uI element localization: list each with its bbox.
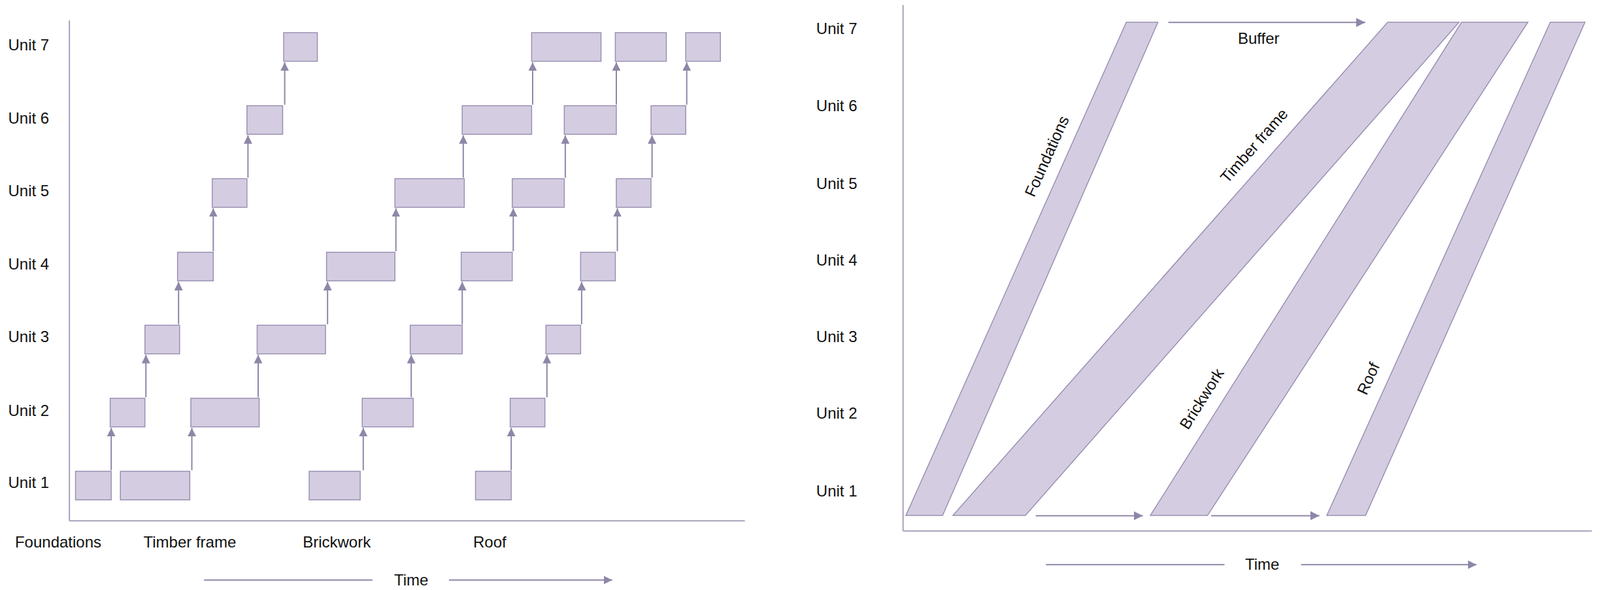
task-box	[564, 105, 617, 135]
band-label: Roof	[1353, 359, 1384, 397]
time-arrow	[1301, 563, 1478, 565]
task-box	[326, 252, 396, 282]
axis-line	[903, 530, 1593, 532]
task-box	[650, 105, 686, 135]
dependency-arrow	[110, 427, 112, 470]
task-box	[410, 324, 463, 354]
task-box	[616, 178, 651, 208]
sequence-arrow	[1035, 514, 1144, 516]
axis-label: Unit 2	[816, 404, 858, 422]
sequence-arrow	[1168, 21, 1366, 23]
axis-label: Unit 4	[816, 251, 858, 269]
task-box	[461, 252, 513, 282]
task-box	[545, 324, 581, 354]
axis-label: Unit 7	[816, 20, 858, 38]
dependency-arrow	[191, 427, 193, 470]
task-box	[145, 324, 180, 354]
axis-label: Time	[394, 571, 429, 589]
dependency-arrow	[462, 135, 465, 178]
axis-line	[68, 20, 70, 521]
axis-line	[69, 519, 746, 521]
dependency-arrow	[616, 207, 619, 251]
sequence-arrow	[1211, 514, 1319, 516]
axis-label: Foundations	[15, 533, 102, 551]
axis-label: Unit 5	[816, 175, 858, 193]
time-arrow	[1045, 563, 1225, 565]
edge-label: Buffer	[1235, 30, 1282, 48]
dependency-arrow	[212, 207, 214, 251]
dependency-arrow	[395, 207, 397, 251]
dependency-arrow	[686, 62, 688, 105]
task-box	[510, 398, 546, 427]
task-box	[190, 398, 260, 427]
dependency-arrow	[326, 281, 329, 325]
task-box	[615, 32, 667, 62]
axis-label: Unit 6	[816, 97, 858, 115]
axis-label: Unit 5	[7, 182, 50, 200]
dependency-arrow	[145, 354, 147, 398]
time-arrow	[449, 579, 613, 581]
dependency-arrow	[615, 62, 617, 105]
task-box	[475, 471, 512, 500]
task-box	[212, 178, 248, 208]
task-box	[394, 178, 465, 208]
axis-label: Unit 7	[7, 35, 50, 53]
axis-label: Unit 3	[7, 328, 50, 346]
axis-label: Unit 4	[7, 255, 50, 273]
dependency-arrow	[564, 135, 567, 178]
task-box	[247, 105, 284, 135]
dependency-arrow	[362, 427, 365, 470]
axis-label: Timber frame	[143, 533, 236, 551]
time-arrow	[203, 579, 373, 581]
task-box	[685, 32, 721, 62]
band-shape	[1326, 22, 1585, 516]
axis-label: Time	[1245, 555, 1280, 573]
activity-band: Roof	[1326, 22, 1585, 516]
dependency-arrow	[510, 427, 512, 470]
dependency-arrow	[461, 281, 463, 325]
axis-label: Unit 2	[7, 401, 50, 419]
task-box	[531, 32, 601, 62]
dependency-arrow	[247, 135, 249, 178]
axis-label: Roof	[473, 533, 507, 551]
axis-label: Unit 1	[7, 473, 50, 491]
task-box	[462, 105, 532, 135]
axis-line	[902, 5, 904, 531]
axis-label: Unit 3	[816, 328, 858, 346]
dependency-arrow	[581, 281, 583, 325]
task-box	[256, 324, 326, 354]
task-box	[512, 178, 565, 208]
dependency-arrow	[512, 207, 514, 251]
band-outline	[1326, 22, 1585, 516]
dependency-arrow	[284, 62, 286, 105]
dependency-arrow	[177, 281, 180, 325]
task-box	[75, 471, 112, 500]
task-box	[309, 471, 361, 500]
task-box	[283, 32, 318, 62]
dependency-arrow	[651, 135, 653, 178]
dependency-arrow	[532, 62, 534, 105]
dependency-arrow	[257, 354, 259, 398]
task-box	[177, 252, 214, 282]
task-box	[362, 398, 414, 427]
axis-label: Unit 1	[816, 482, 858, 500]
task-box	[120, 471, 190, 500]
dependency-arrow	[546, 354, 548, 398]
dependency-arrow	[410, 354, 412, 398]
task-box	[110, 398, 146, 427]
task-box	[580, 252, 616, 282]
axis-label: Unit 6	[7, 109, 50, 127]
axis-label: Brickwork	[302, 533, 371, 551]
